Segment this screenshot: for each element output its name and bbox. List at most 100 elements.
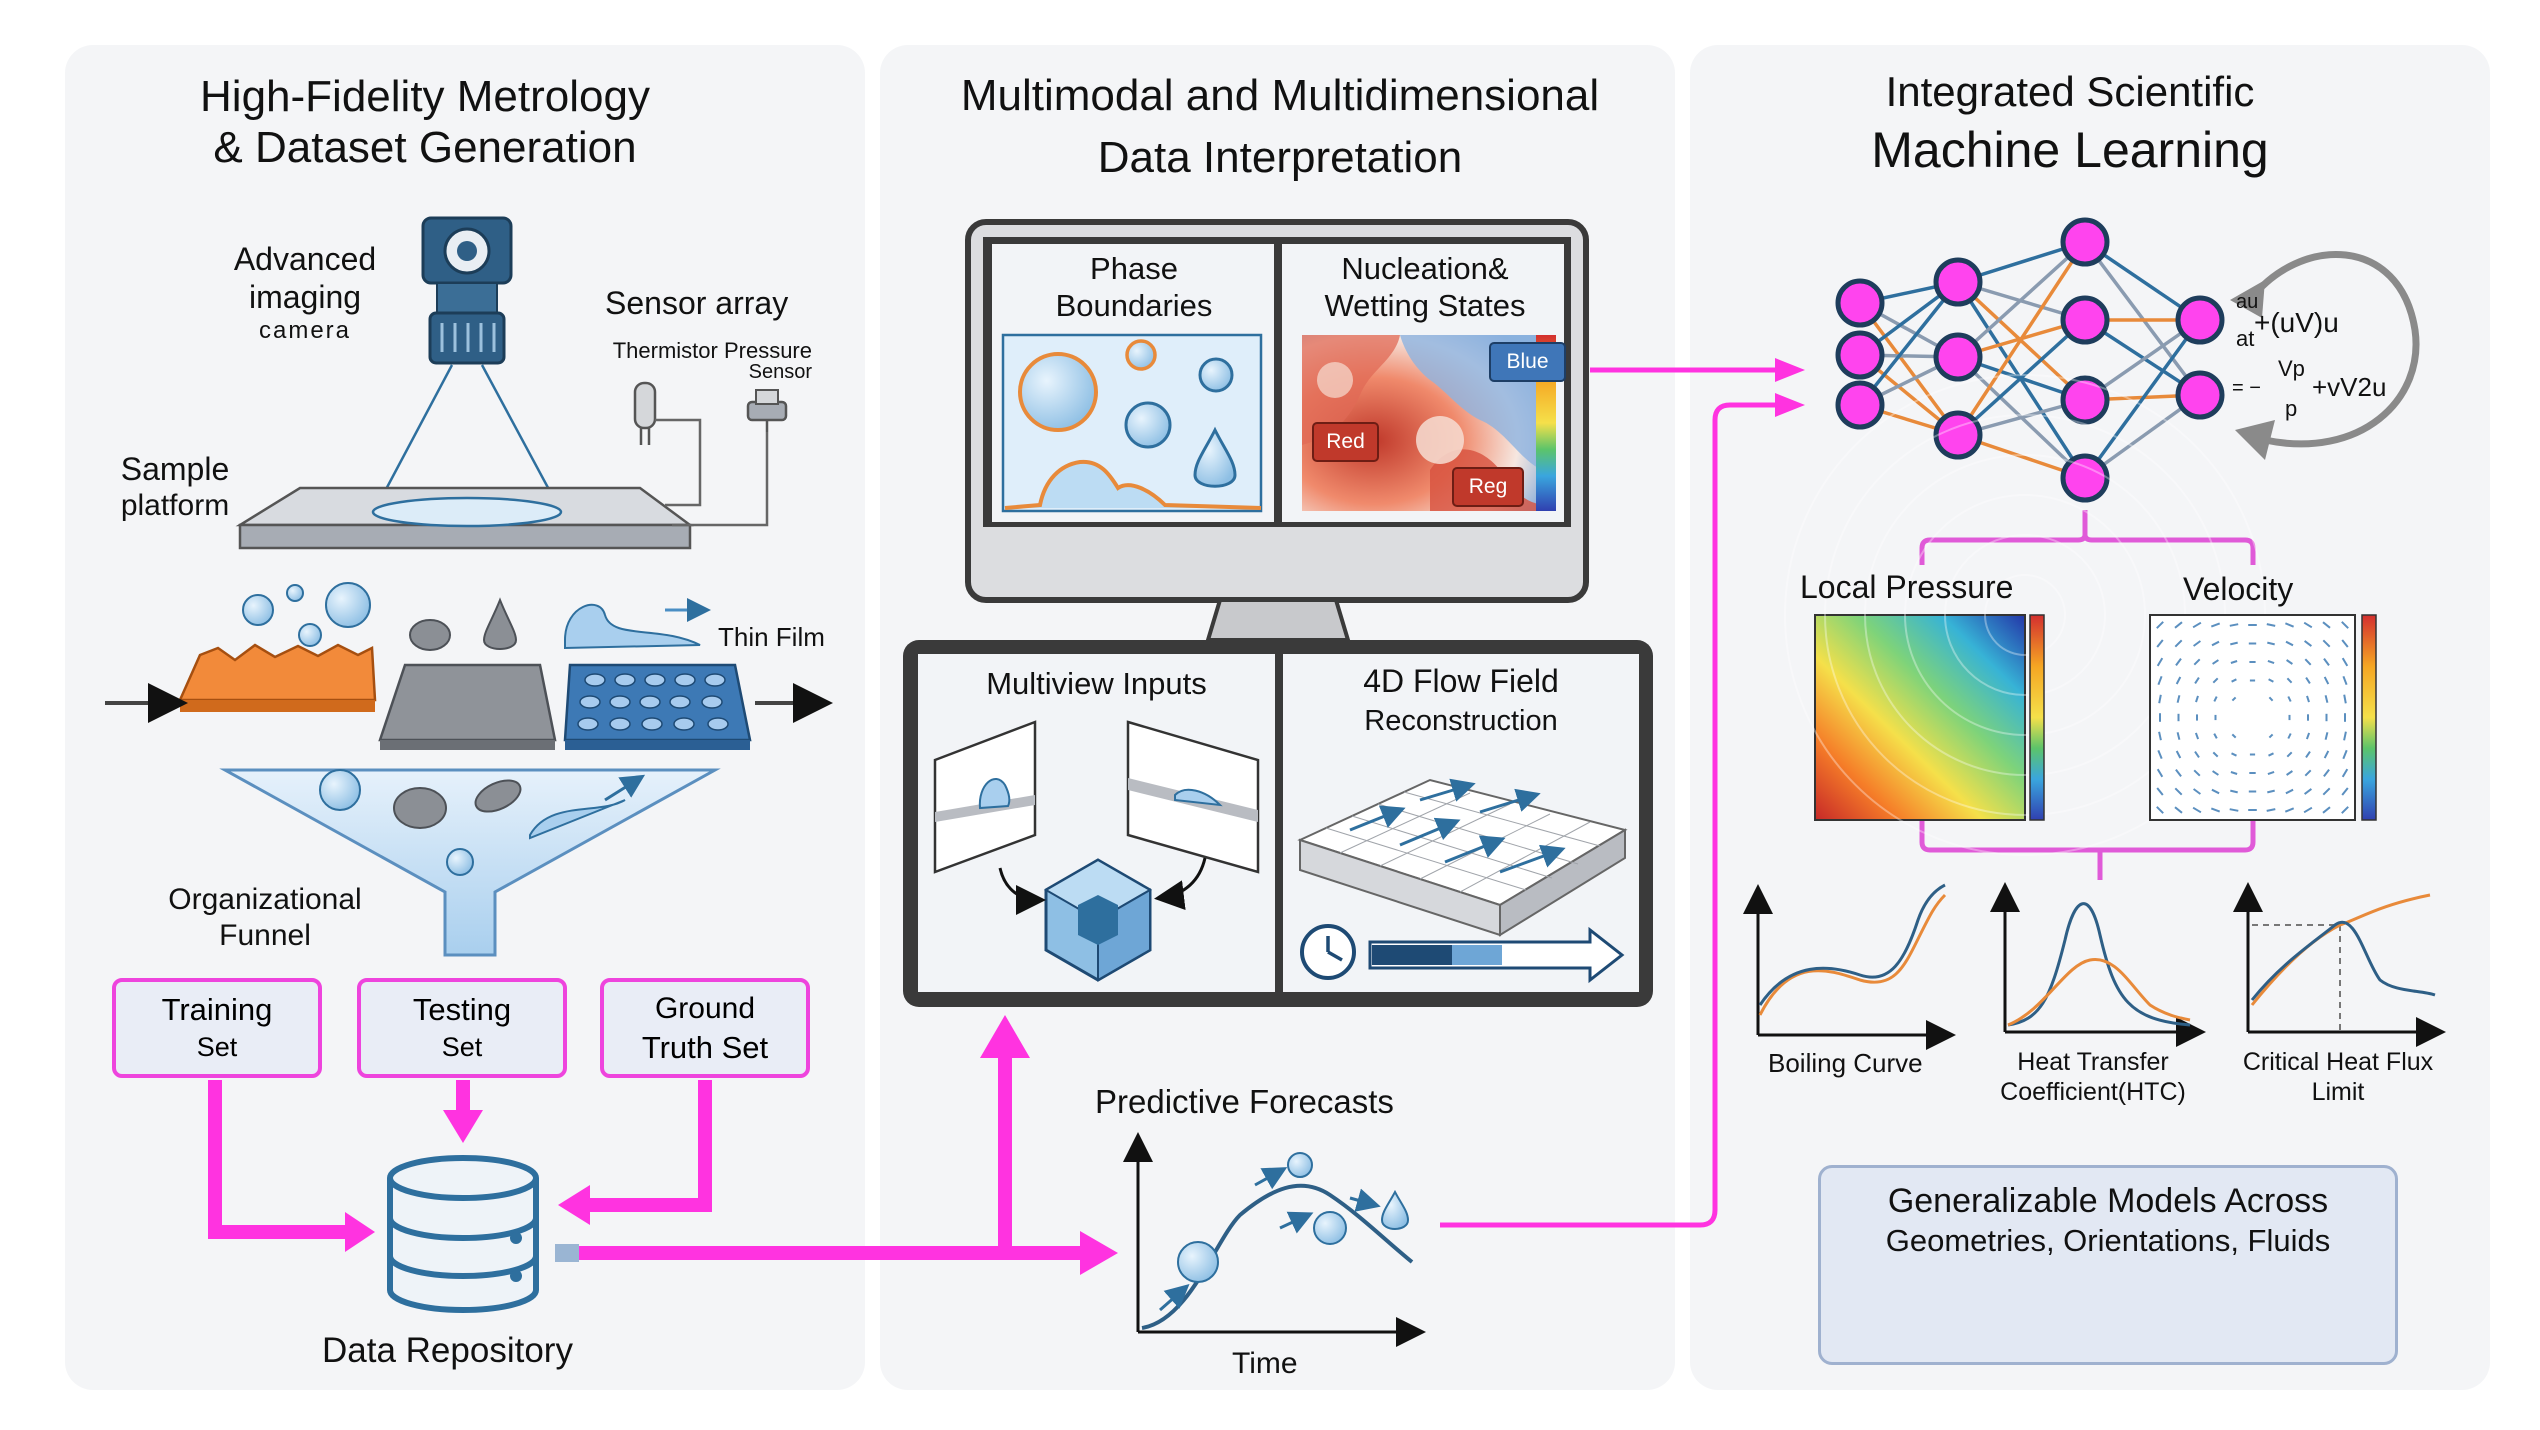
nn-edge xyxy=(2083,318,2202,480)
velocity-vector xyxy=(2341,657,2349,667)
monitor-to-ml-arrow xyxy=(1590,358,1805,382)
sensor-wires xyxy=(655,418,769,527)
thin-film-label: Thin Film xyxy=(718,622,825,652)
nn-edge xyxy=(1858,280,1960,407)
velocity-vector xyxy=(2231,752,2237,757)
velocity-vector xyxy=(2267,770,2275,776)
testing-set-line1: Testing xyxy=(412,992,512,1027)
velocity-vector xyxy=(2268,752,2274,757)
velocity-vector xyxy=(2341,787,2349,796)
funnel-label-line1: Organizational xyxy=(168,883,362,916)
local-pressure-label: Local Pressure xyxy=(1800,569,2014,605)
velocity-vector xyxy=(2303,621,2313,629)
velocity-vector xyxy=(2175,750,2182,759)
rough-surface-icon xyxy=(178,643,377,712)
velocity-vector xyxy=(2303,806,2313,814)
velocity-vector xyxy=(2174,639,2183,648)
sample-label-line1: Sample xyxy=(120,451,230,487)
generalizable-line2: Geometries, Orientations, Fluids xyxy=(1885,1223,2331,1258)
left-title: High-Fidelity Metrology & Dataset Genera… xyxy=(120,72,730,173)
nn-node xyxy=(1933,410,1983,460)
velocity-vector xyxy=(2175,658,2182,666)
sample-platform-icon xyxy=(235,486,694,550)
velocity-vector xyxy=(2231,678,2237,683)
velocity-vector xyxy=(2174,621,2183,629)
local-pressure-field xyxy=(1784,374,2266,856)
chf-chart xyxy=(2233,882,2446,1047)
velocity-vector xyxy=(2194,732,2200,740)
velocity-vector xyxy=(2230,660,2238,664)
velocity-vector xyxy=(2268,733,2274,739)
velocity-vector xyxy=(2156,657,2164,667)
generalizable-line1: Generalizable Models Across xyxy=(1887,1182,2329,1220)
velocity-vector xyxy=(2322,806,2331,814)
flow-label-line1: 4D Flow Field xyxy=(1363,663,1559,699)
velocity-vector xyxy=(2285,622,2294,628)
velocity-vector xyxy=(2210,622,2221,628)
velocity-vector xyxy=(2157,675,2163,686)
chf-label-line2: Limit xyxy=(2311,1078,2365,1106)
velocity-vector xyxy=(2286,659,2293,665)
sensor-types-line2: Sensor xyxy=(748,361,812,384)
phase-boundaries-image xyxy=(1001,333,1263,513)
sample-label-line2: platform xyxy=(120,489,230,523)
velocity-vector xyxy=(2175,676,2182,685)
ground-truth-line2: Truth Set xyxy=(641,1030,769,1065)
velocity-vector xyxy=(2341,621,2349,629)
pressure-sensor-icon xyxy=(746,389,788,432)
magenta-flow-arrows xyxy=(208,1080,712,1239)
velocity-vector xyxy=(2230,789,2238,794)
velocity-vector xyxy=(2212,659,2219,665)
ground-truth-line1: Ground xyxy=(654,992,756,1025)
equation-at: at xyxy=(2236,326,2255,351)
organizational-funnel-icon xyxy=(219,768,721,957)
velocity-vector xyxy=(2323,750,2330,759)
velocity-vector xyxy=(2192,806,2202,814)
velocity-vector xyxy=(2211,788,2220,795)
velocity-vector xyxy=(2213,733,2218,739)
chf-label: Critical Heat Flux Limit xyxy=(2222,1047,2454,1107)
smooth-surface-icon xyxy=(378,663,557,750)
velocity-vector xyxy=(2341,639,2349,648)
velocity-vector xyxy=(2158,694,2162,704)
velocity-vector xyxy=(2192,621,2202,629)
funnel-label-line2: Funnel xyxy=(219,919,311,952)
training-set-line2: Set xyxy=(196,1032,238,1062)
velocity-vector xyxy=(2287,696,2292,702)
equation-au: au xyxy=(2236,291,2259,313)
velocity-vector xyxy=(2323,768,2330,778)
velocity-vector xyxy=(2284,807,2295,813)
velocity-vector xyxy=(2342,749,2348,760)
multiview-right-view xyxy=(1126,720,1260,874)
velocity-vector xyxy=(2212,677,2219,684)
velocity-vector xyxy=(2303,640,2313,647)
velocity-vector xyxy=(2322,621,2331,629)
velocity-vector xyxy=(2285,640,2294,647)
velocity-vector xyxy=(2267,641,2275,646)
velocity-vector xyxy=(2305,751,2311,758)
testing-set-line2: Set xyxy=(441,1032,483,1062)
reconstruction-cube-icon xyxy=(1043,858,1153,982)
velocity-vector xyxy=(2210,807,2221,813)
phase-boundaries-label: Phase Boundaries xyxy=(1000,250,1268,324)
data-repository-label: Data Repository xyxy=(322,1331,573,1370)
velocity-vector xyxy=(2231,696,2237,702)
velocity-field xyxy=(2149,614,2377,821)
nn-node xyxy=(1933,332,1983,382)
equation-loop-arrow xyxy=(2230,251,2420,460)
velocity-vector xyxy=(2156,621,2164,629)
neural-network-icon xyxy=(1835,217,2225,503)
velocity-vector xyxy=(2324,732,2329,740)
timeline-arrow-icon xyxy=(1368,926,1625,984)
repository-to-forecast-arrow xyxy=(555,1015,1118,1275)
heatmap-tag-red: Red xyxy=(1326,430,1365,453)
equation-equals: = − xyxy=(2232,377,2261,399)
velocity-vector xyxy=(2194,751,2200,758)
flow-field-label: 4D Flow Field Reconstruction xyxy=(1283,662,1639,739)
velocity-vector xyxy=(2229,808,2239,812)
droplets-group xyxy=(409,597,711,651)
testing-set-box: Testing Set xyxy=(357,978,567,1078)
middle-title: Multimodal and Multidimensional Data Int… xyxy=(920,65,1640,188)
phase-label-line2: Boundaries xyxy=(1055,288,1213,324)
